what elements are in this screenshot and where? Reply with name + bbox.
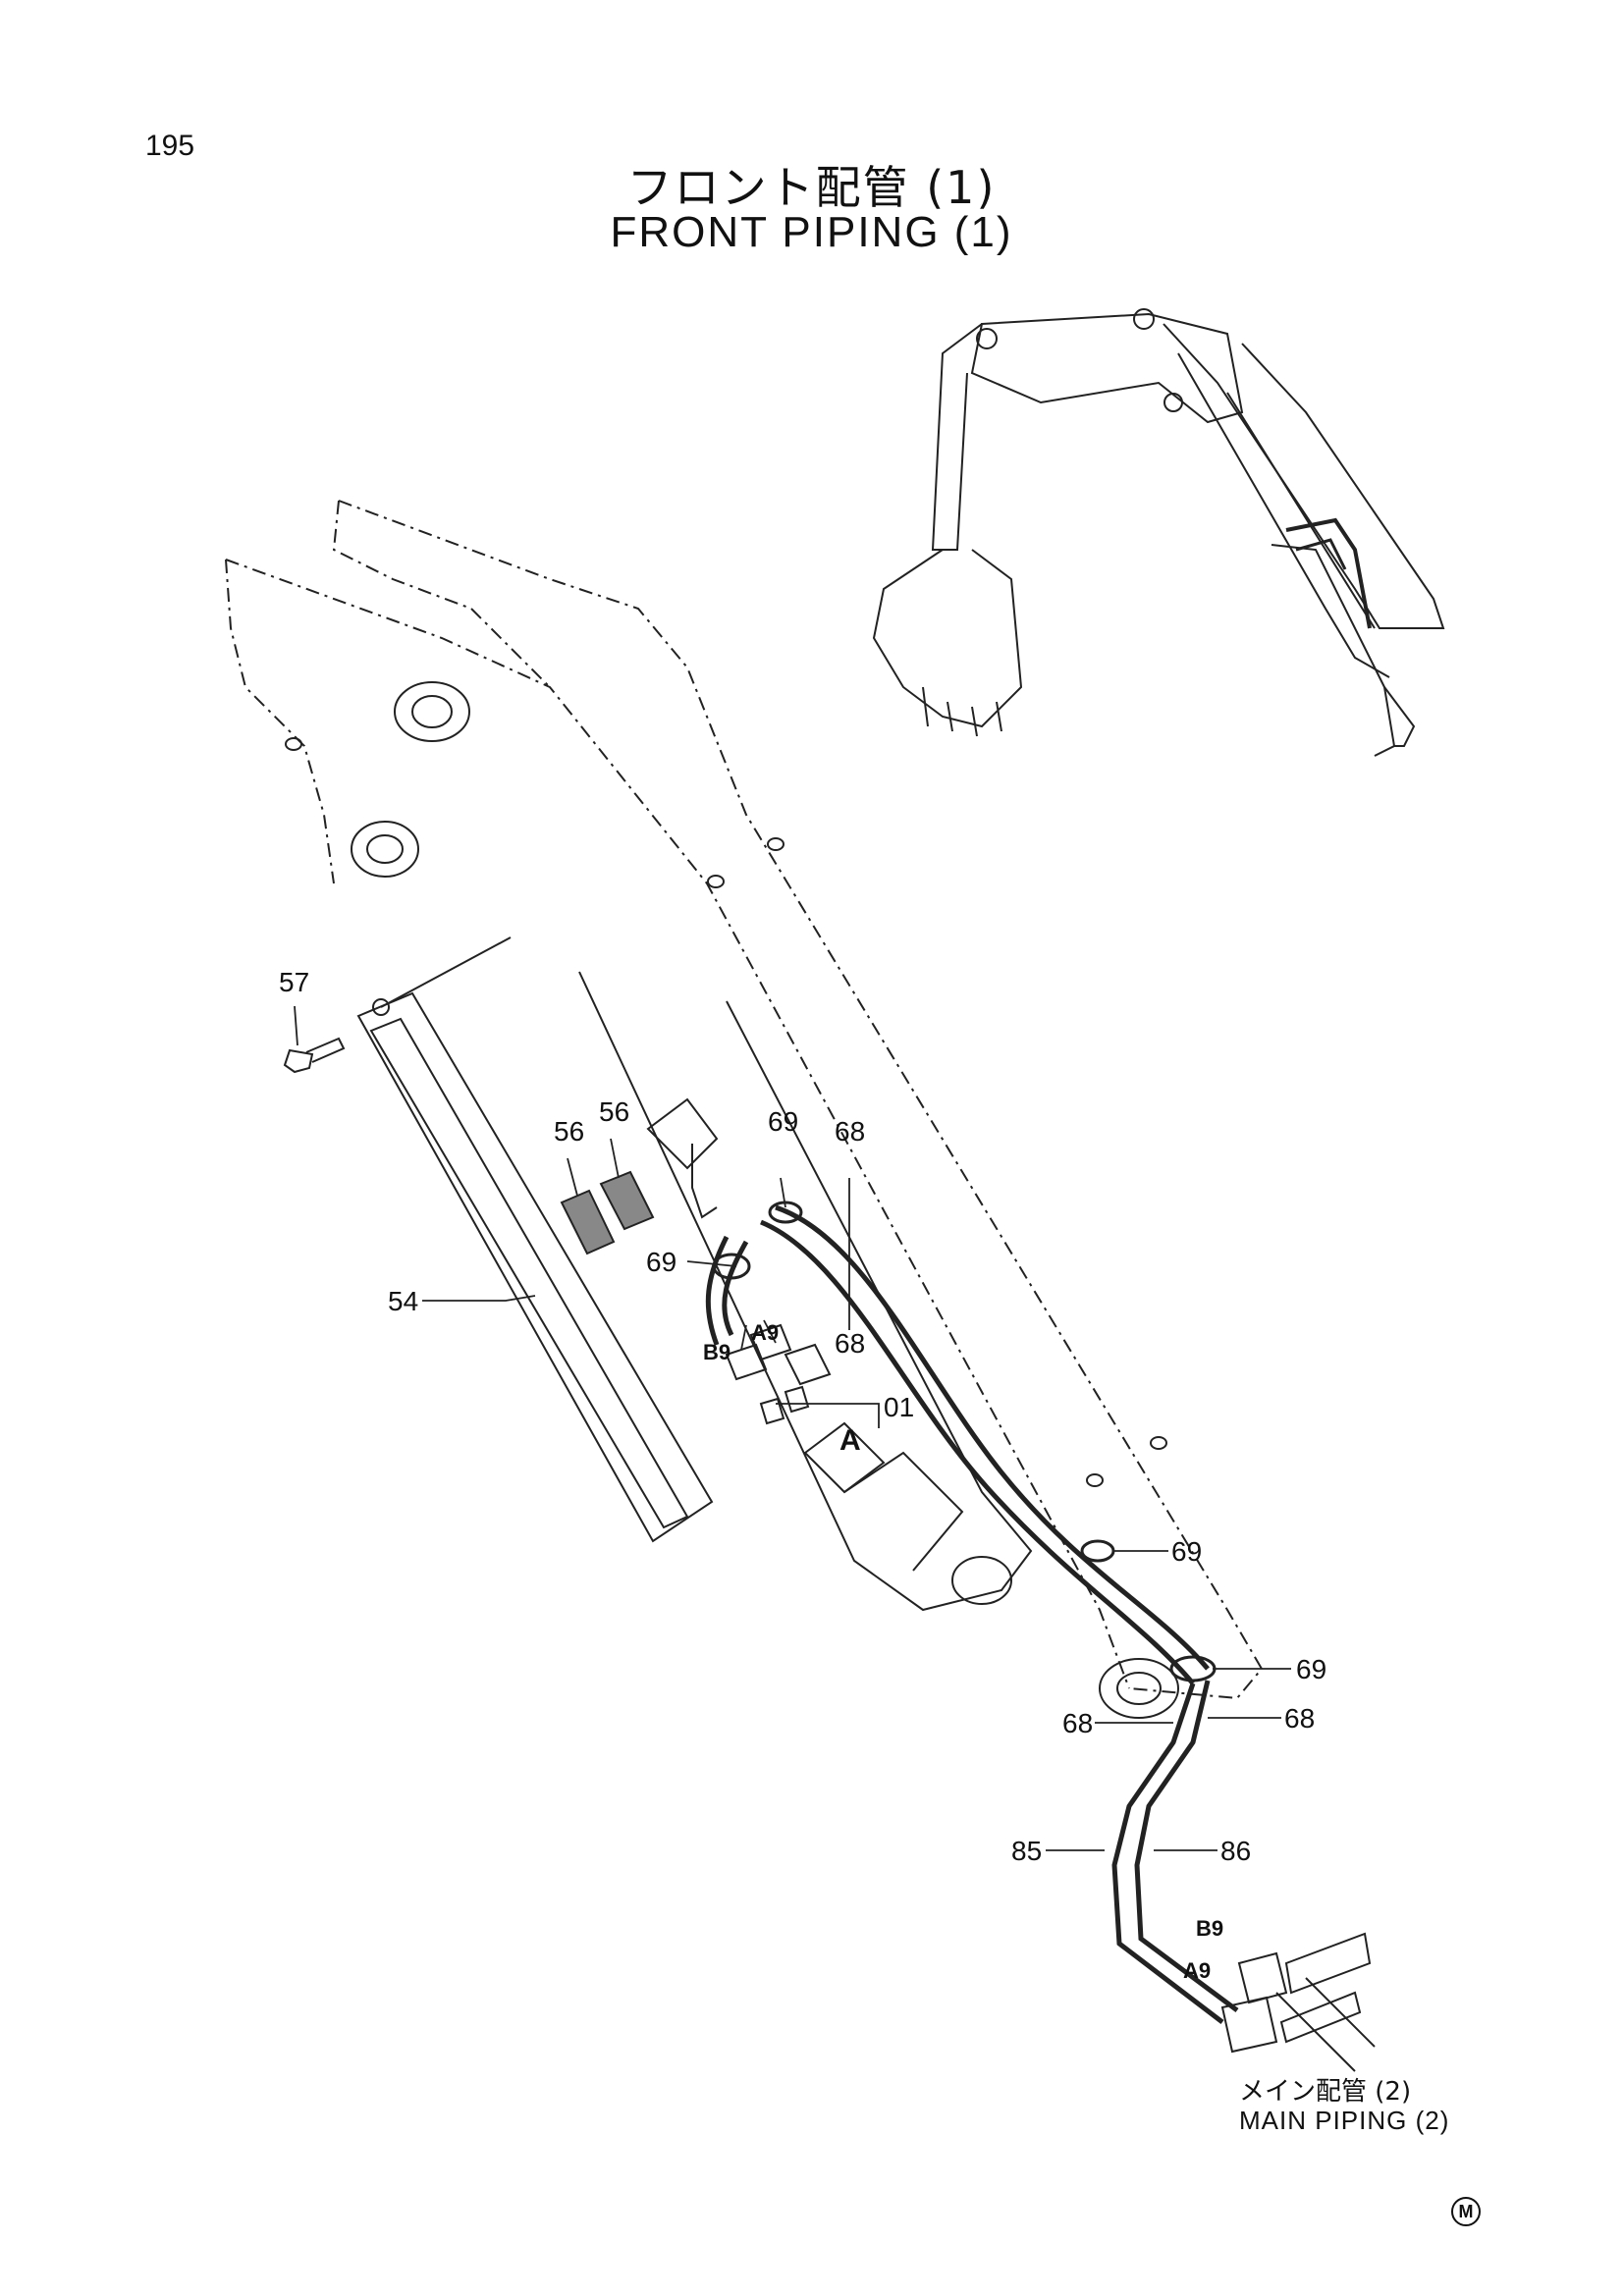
callout-57: 57 [279, 967, 309, 997]
callout-86: 86 [1220, 1836, 1251, 1866]
arm-cylinder [578, 971, 1033, 1612]
boom-outline [225, 500, 1264, 1700]
callout-56-b: 56 [599, 1096, 629, 1127]
leader-lines [294, 1005, 1291, 1851]
bolt-57 [283, 1037, 346, 1074]
callout-69-left: 69 [646, 1247, 676, 1277]
callout-69-top: 69 [768, 1106, 798, 1137]
callout-85: 85 [1011, 1836, 1042, 1866]
callout-68-left: 68 [1062, 1708, 1093, 1738]
callout-a: A [839, 1424, 861, 1457]
page-title-ja: フロント配管 (1) [626, 161, 997, 214]
main-piping-bracket [1220, 1932, 1376, 2072]
cover-plate-54 [356, 936, 714, 1543]
page-number: 195 [145, 130, 195, 162]
callout-a9-bottom: A9 [1183, 1958, 1211, 1983]
m-mark-icon: M [1451, 2197, 1481, 2226]
boom-pins [285, 681, 1179, 1719]
callout-69-mid: 69 [1171, 1536, 1202, 1567]
callout-69-low: 69 [1296, 1654, 1326, 1684]
page-title-en: FRONT PIPING (1) [610, 208, 1013, 256]
callout-54: 54 [388, 1286, 418, 1316]
hose-clamps [712, 1201, 1217, 1682]
callout-b9-top: B9 [703, 1340, 730, 1364]
callout-68-top: 68 [835, 1116, 865, 1147]
reference-main-piping-en: MAIN PIPING (2) [1239, 2106, 1450, 2135]
callout-68-right: 68 [1284, 1703, 1315, 1734]
reference-main-piping-ja: メイン配管 (2) [1239, 2077, 1412, 2107]
overview-excavator-front [872, 308, 1445, 757]
callout-a9-top: A9 [751, 1320, 779, 1345]
callout-68-mid: 68 [835, 1328, 865, 1359]
callout-labels: 57 56 56 54 69 68 69 68 B9 A9 01 A 69 69… [279, 967, 1326, 1983]
callout-56-a: 56 [554, 1116, 584, 1147]
hoses [705, 1204, 1239, 2024]
pads-56 [560, 1170, 655, 1255]
fittings [691, 1144, 832, 1425]
callout-01: 01 [884, 1392, 914, 1422]
callout-b9-bottom: B9 [1196, 1916, 1223, 1941]
